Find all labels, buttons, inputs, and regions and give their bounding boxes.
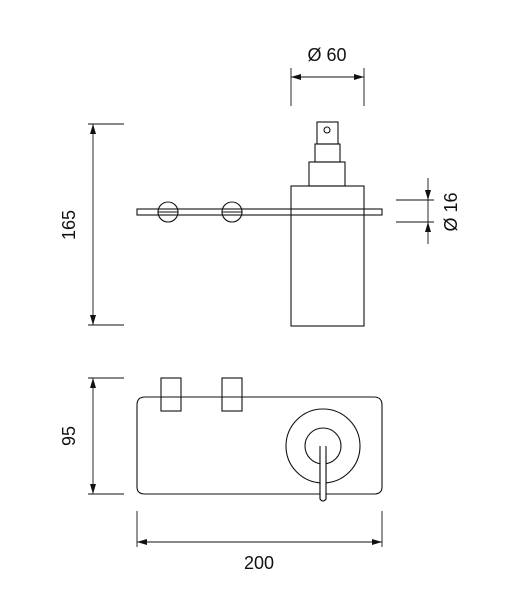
top-view (136, 377, 383, 502)
pump-stem (314, 143, 341, 163)
dimension-label-height-165: 165 (59, 210, 79, 240)
dimension-depth-95: 95 (59, 377, 124, 495)
front-view (136, 121, 383, 327)
shelf-rod (136, 208, 383, 216)
dispenser-body (290, 185, 365, 327)
dimension-diameter-16: Ø 16 (396, 178, 461, 244)
dimension-label-diameter-60: Ø 60 (307, 45, 346, 65)
dimension-label-depth-95: 95 (59, 426, 79, 446)
wall-bracket-right (221, 377, 243, 412)
dimension-label-width-200: 200 (244, 553, 274, 573)
pump-collar (308, 161, 346, 187)
dimension-label-diameter-16: Ø 16 (441, 192, 461, 231)
dimension-height-165: 165 (59, 123, 124, 326)
pump-lever (319, 446, 327, 502)
tray-outline (136, 396, 383, 495)
nozzle-hole (323, 126, 331, 134)
wall-bracket-left (160, 377, 182, 412)
dimension-diameter-60: Ø 60 (290, 45, 365, 106)
dimension-width-200: 200 (136, 511, 383, 573)
